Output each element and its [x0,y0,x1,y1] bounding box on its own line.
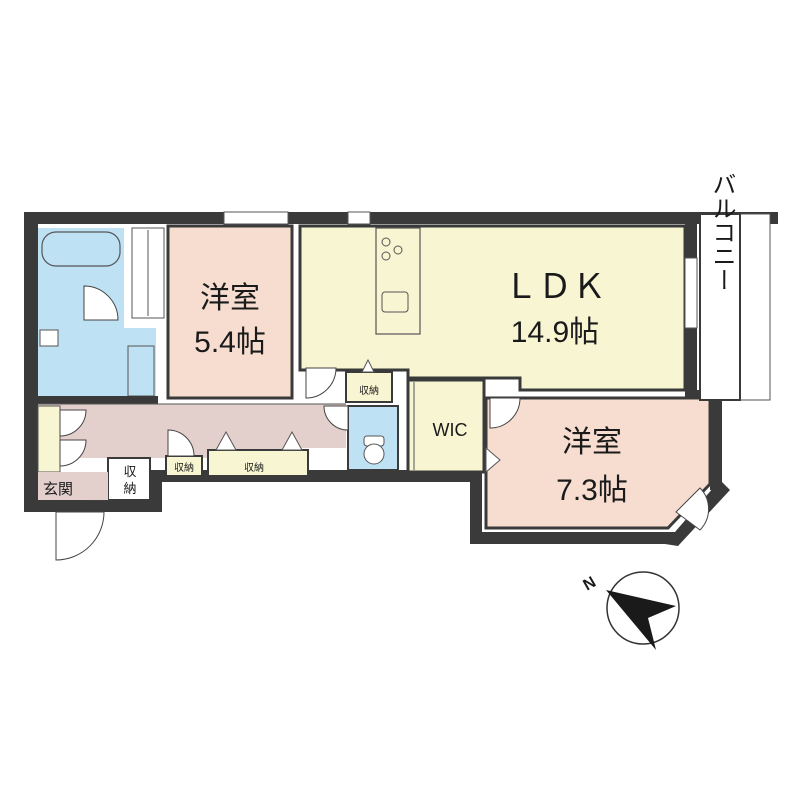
ldk-storage-label: 収納 [359,384,379,397]
north-arrow-icon [606,590,676,650]
entrance-door-icon [55,511,105,561]
compass: N [580,571,680,650]
stove-burner-icon [381,237,391,247]
outer-walls [24,212,778,546]
stove-burner-icon [381,251,391,261]
toilet-door-icon [323,405,349,431]
western-room-1-size: 5.4帖 [194,326,266,359]
balcony: バルコニー [699,172,771,401]
wet-area [38,228,158,404]
entrance: 玄関 [38,472,108,561]
hallway-storage-2-label: 収納 [244,461,264,474]
sink-icon [381,291,409,313]
western-room-2-size: 7.3帖 [556,474,628,507]
ldk-door-icon [305,367,337,399]
storage-door-icon [167,429,195,457]
washbasin-icon [127,345,155,397]
western-room-2-name: 洋室 [562,425,622,460]
shoe-closet-door-icon [59,439,87,467]
washer-icon [39,329,59,347]
balcony-label: バルコニー [708,172,736,292]
entrance-label: 玄関 [43,480,73,498]
shoe-closet-door-icon [59,409,87,437]
wic-label: WIC [433,420,468,440]
entrance-storage-label-2: 納 [123,482,136,497]
ldk: ＬＤＫ 14.9帖 [298,224,687,392]
toilet [323,405,399,471]
bathtub-icon [41,231,121,267]
window-icon [223,211,289,225]
entrance-storage-label-1: 収 [123,465,136,480]
ldk-size: 14.9帖 [511,316,599,349]
window-door-icon [675,487,710,531]
window-icon [684,257,698,329]
ldk-storage: 収納 [345,358,393,403]
toilet-bowl-icon [363,443,385,465]
hallway-storage-2: 収納 [207,430,309,477]
western-room-2-door-icon [489,397,521,429]
bath-door-icon [83,285,119,321]
compass-north-label: N [580,574,599,595]
western-room-2: 洋室 7.3帖 [484,396,712,531]
western-room-1-name: 洋室 [200,281,260,316]
window-icon [347,211,371,225]
western-room-1: 洋室 5.4帖 [166,224,294,400]
shoe-closet [37,405,61,473]
wic: WIC [406,378,486,474]
stove-burner-icon [393,245,403,255]
hallway-storage-1-label: 収納 [174,461,194,474]
ldk-name: ＬＤＫ [504,268,606,306]
hallway [38,403,346,458]
hallway-storage-1: 収納 [165,429,203,477]
